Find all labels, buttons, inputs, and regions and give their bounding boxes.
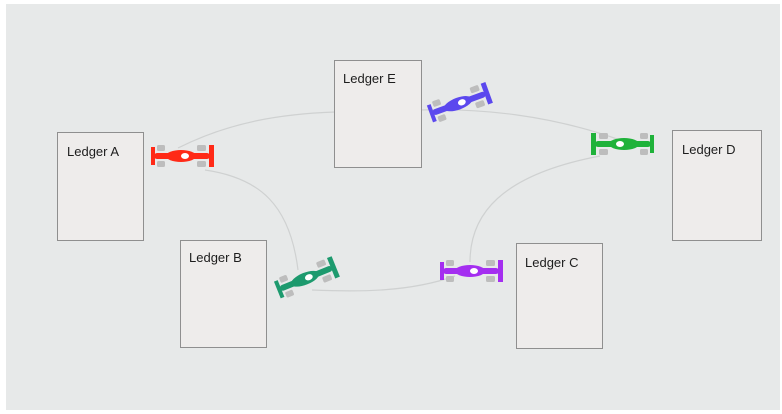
- track-line-a-b: [204, 169, 299, 271]
- purple-race-car-icon: [440, 260, 503, 282]
- ledger-d-box: Ledger D: [672, 130, 762, 241]
- track-line-c-d: [469, 155, 601, 263]
- ledger-e-label: Ledger E: [343, 71, 396, 86]
- red-race-car-icon: [151, 145, 214, 167]
- ledger-b-label: Ledger B: [189, 250, 242, 265]
- green-race-car-icon: [591, 133, 654, 155]
- ledger-b-box: Ledger B: [180, 240, 267, 348]
- ledger-d-label: Ledger D: [682, 142, 736, 157]
- blue-race-car-icon: [426, 82, 493, 123]
- track-line-b-c: [311, 275, 456, 292]
- ledger-a-box: Ledger A: [57, 132, 144, 241]
- track-line-a-e: [177, 111, 336, 149]
- teal-race-car-icon: [273, 256, 340, 299]
- track-line-e-d: [419, 109, 621, 141]
- ledger-c-box: Ledger C: [516, 243, 603, 349]
- ledger-a-label: Ledger A: [67, 144, 120, 159]
- ledger-e-box: Ledger E: [334, 60, 422, 168]
- ledger-c-label: Ledger C: [525, 255, 579, 270]
